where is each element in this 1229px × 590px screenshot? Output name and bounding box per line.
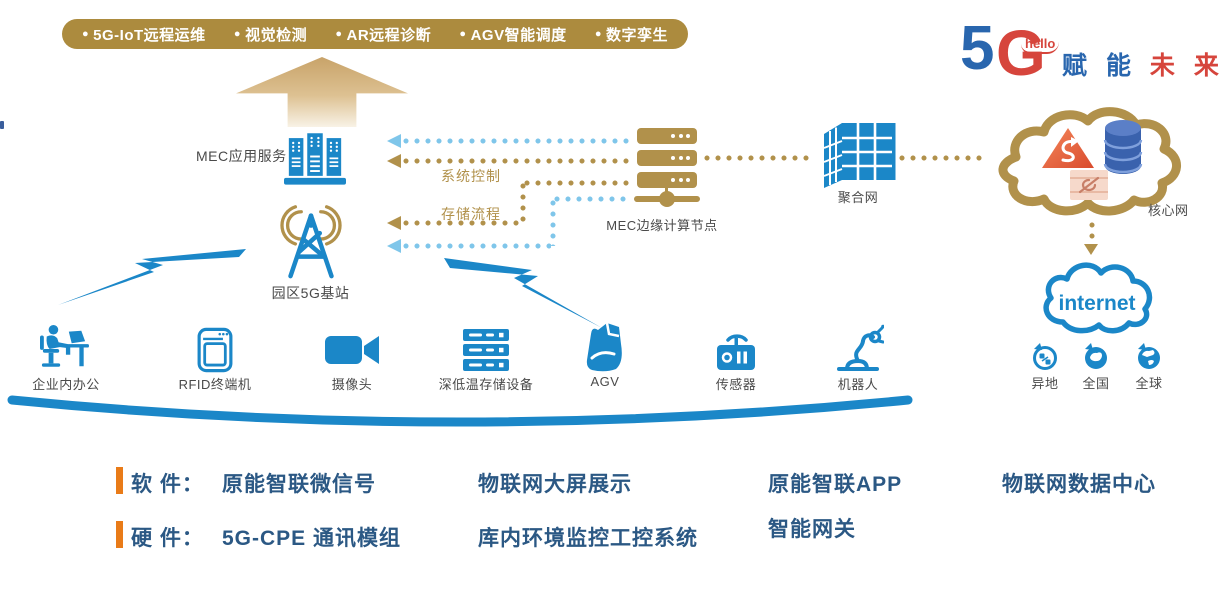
logo-g: G	[996, 17, 1046, 89]
software-item: 原能智联APP	[768, 473, 903, 496]
app-triangle-icon	[1042, 128, 1094, 168]
internet-label: internet	[1058, 292, 1135, 315]
aggregation-label: 聚合网	[837, 190, 879, 205]
edge-server-bar	[637, 128, 697, 144]
scope-label: 全国	[1082, 376, 1110, 391]
aggregation-building-icon	[823, 123, 896, 188]
cold-storage-icon	[463, 329, 509, 371]
core-label: 核心网	[1148, 203, 1189, 218]
arrow-left-icon	[387, 216, 401, 230]
software-title: 软 件：	[131, 473, 204, 496]
dotted-line-blue	[403, 138, 631, 144]
edge-server-bar	[637, 172, 697, 188]
internet-cloud-icon: internet	[1043, 262, 1153, 334]
arrow-down-icon	[1084, 244, 1098, 255]
edge-artifact	[0, 121, 4, 129]
dotted-line-blue	[554, 196, 631, 202]
hardware-item: 5G-CPE 通讯模组	[222, 527, 402, 550]
storage-flow-label: 存储流程	[441, 206, 501, 222]
dotted-line-gold	[403, 220, 521, 226]
sensor-icon	[717, 334, 755, 370]
bullet-icon: ●	[594, 28, 602, 40]
banner-item: ●5G-IoT远程运维	[82, 24, 206, 45]
devices-arc	[7, 395, 913, 427]
banner-item-label: 数字孪生	[605, 26, 668, 44]
banner-item: ●视觉检测	[234, 24, 307, 45]
device-label: RFID终端机	[178, 377, 252, 392]
dotted-line-blue	[403, 243, 551, 249]
accent-bar	[116, 521, 123, 548]
slogan-red: 未 来	[1149, 52, 1225, 80]
up-arrow-shape	[236, 57, 408, 127]
dotted-line-gold	[899, 155, 987, 161]
mec-edge-label: MEC边缘计算节点	[606, 218, 718, 233]
package-box-icon	[1070, 170, 1108, 200]
device-label: 机器人	[837, 377, 879, 392]
system-control-label: 系统控制	[441, 168, 501, 184]
dotted-line-gold	[403, 158, 631, 164]
dotted-line-gold	[520, 183, 526, 225]
device-label: AGV	[590, 374, 620, 389]
hardware-item: 智能网关	[768, 518, 856, 541]
bullet-icon: ●	[82, 28, 90, 40]
accent-bar	[116, 467, 123, 494]
banner-item-label: AR远程诊断	[346, 26, 432, 44]
hardware-title: 硬 件：	[131, 527, 204, 550]
slogan-blue: 赋 能	[1062, 52, 1137, 80]
software-item: 物联网数据中心	[1002, 473, 1156, 496]
edge-server-bar	[637, 150, 697, 166]
dotted-line-gold	[524, 180, 631, 186]
scope-label: 异地	[1031, 376, 1059, 391]
device-label: 企业内办公	[32, 377, 100, 392]
logo-5: 5	[960, 14, 995, 83]
5g-base-station-icon	[280, 205, 342, 279]
banner-item: ●AGV智能调度	[459, 24, 566, 45]
nationwide-icon	[1085, 343, 1107, 369]
banner-item: ●AR远程诊断	[335, 24, 431, 45]
banner-item-label: 5G-IoT远程运维	[93, 26, 206, 44]
logo-slogan: 赋 能 未 来	[1062, 46, 1225, 82]
mec-app-label: MEC应用服务	[196, 148, 287, 164]
bullet-icon: ●	[233, 28, 242, 40]
dotted-line-gold	[704, 155, 810, 161]
capability-banner: ●5G-IoT远程运维 ●视觉检测 ●AR远程诊断 ●AGV智能调度 ●数字孪生	[62, 19, 688, 49]
lightning-bolt-icon	[444, 258, 602, 328]
device-label: 传感器	[715, 377, 757, 392]
arrow-left-icon	[387, 134, 401, 148]
bullet-icon: ●	[335, 28, 343, 40]
dotted-line-blue	[550, 200, 556, 246]
lightning-bolt-icon	[58, 249, 246, 305]
remote-site-icon	[1033, 343, 1057, 370]
software-item: 物联网大屏展示	[478, 473, 632, 496]
robot-arm-icon	[837, 324, 884, 371]
arrow-left-icon	[387, 154, 401, 168]
office-worker-icon	[40, 324, 89, 367]
device-label: 深低温存储设备	[438, 377, 534, 392]
logo-hello: hello	[1025, 36, 1056, 51]
mec-app-server-icon	[284, 133, 346, 185]
scope-label: 全球	[1135, 376, 1163, 391]
agv-icon	[586, 322, 622, 372]
bullet-icon: ●	[459, 28, 467, 40]
logo-hello-underline	[1021, 39, 1059, 54]
banner-item-label: 视觉检测	[245, 26, 308, 44]
device-label: 摄像头	[331, 377, 373, 392]
arrow-left-icon	[387, 239, 401, 253]
banner-item-label: AGV智能调度	[470, 26, 567, 44]
banner-item: ●数字孪生	[595, 24, 668, 45]
edge-node-circle	[659, 191, 675, 207]
hardware-item: 库内环境监控工控系统	[478, 527, 698, 550]
software-item: 原能智联微信号	[222, 473, 376, 496]
database-icon	[1103, 120, 1143, 174]
base-station-label: 园区5G基站	[271, 285, 350, 301]
camera-icon	[325, 336, 379, 364]
rfid-terminal-icon	[197, 327, 233, 373]
dotted-line-gold	[1089, 222, 1095, 242]
global-icon	[1138, 343, 1160, 369]
